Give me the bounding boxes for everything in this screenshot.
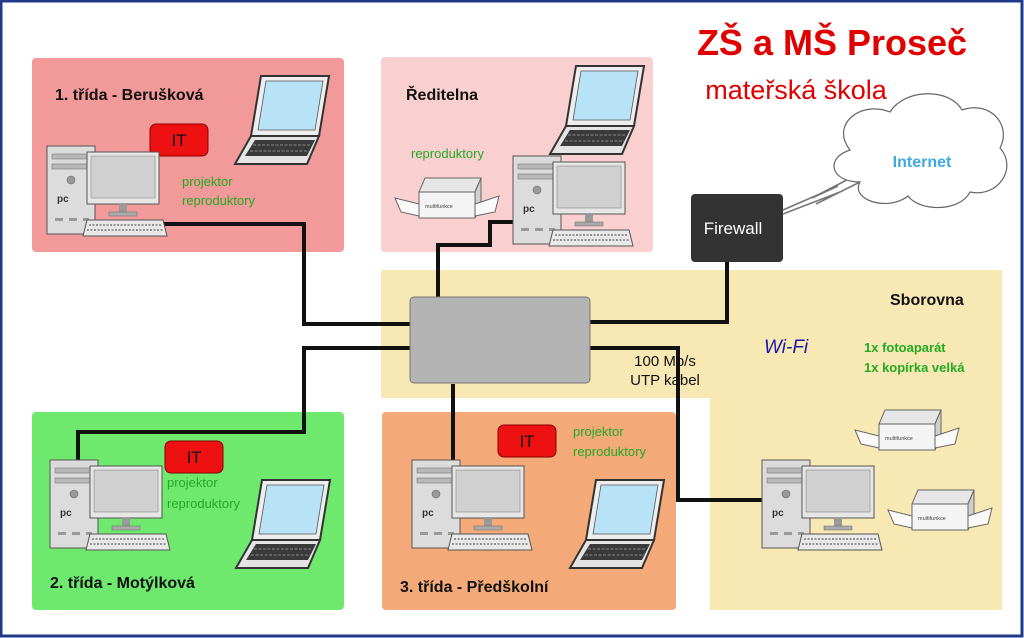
cable-reditelna	[436, 220, 515, 297]
it-badge-text: IT	[186, 448, 201, 467]
it-badge-trida1: IT	[149, 123, 209, 157]
it-badge-trida2: IT	[164, 440, 224, 474]
equipment-trida3-0: projektor	[573, 424, 624, 439]
room-label-trida3: 3. třída - Předškolní	[400, 579, 549, 596]
cable-trida2	[76, 346, 410, 462]
pc-trida2-icon	[49, 459, 171, 551]
firewall-label: Firewall	[704, 219, 763, 238]
cable-trida1	[160, 222, 410, 326]
equipment-sborovna-1: 1x kopírka velká	[864, 360, 965, 375]
equipment-sborovna-0: 1x fotoaparát	[864, 340, 946, 355]
equipment-trida1-0: projektor	[182, 174, 233, 189]
pc-trida3-icon	[411, 459, 533, 551]
pc-sborovna-icon	[761, 459, 883, 551]
diagram-subtitle: mateřská škola	[705, 75, 888, 105]
internet-link	[782, 169, 867, 211]
cable-type-label: UTP kabel	[630, 372, 700, 389]
room-label-reditelna: Ředitelna	[406, 85, 478, 104]
diagram-title: ZŠ a MŠ Proseč	[697, 21, 967, 63]
cable-sborovna	[590, 346, 765, 502]
equipment-trida3-1: reproduktory	[573, 444, 646, 459]
cable-firewall	[590, 262, 729, 324]
firewall-device	[691, 194, 783, 262]
room-label-trida1: 1. třída - Berušková	[55, 87, 204, 104]
equipment-trida2-1: reproduktory	[167, 496, 240, 511]
pc-reditelna-icon	[512, 155, 634, 247]
internet-cloud	[833, 93, 1008, 209]
cable-speed-label: 100 Mb/s	[634, 353, 696, 370]
network-switch	[409, 296, 591, 384]
it-badge-trida3: IT	[497, 424, 557, 458]
equipment-trida2-0: projektor	[167, 475, 218, 490]
network-cables	[76, 220, 765, 502]
room-label-trida2: 2. třída - Motýlková	[50, 575, 195, 592]
pc-trida1-icon	[46, 145, 168, 237]
it-badge-text: IT	[171, 131, 186, 150]
wifi-label: Wi-Fi	[764, 337, 809, 358]
room-label-sborovna: Sborovna	[890, 292, 964, 309]
equipment-reditelna-0: reproduktory	[411, 146, 484, 161]
equipment-trida1-1: reproduktory	[182, 193, 255, 208]
internet-label: Internet	[893, 154, 952, 171]
it-badge-text: IT	[519, 432, 534, 451]
